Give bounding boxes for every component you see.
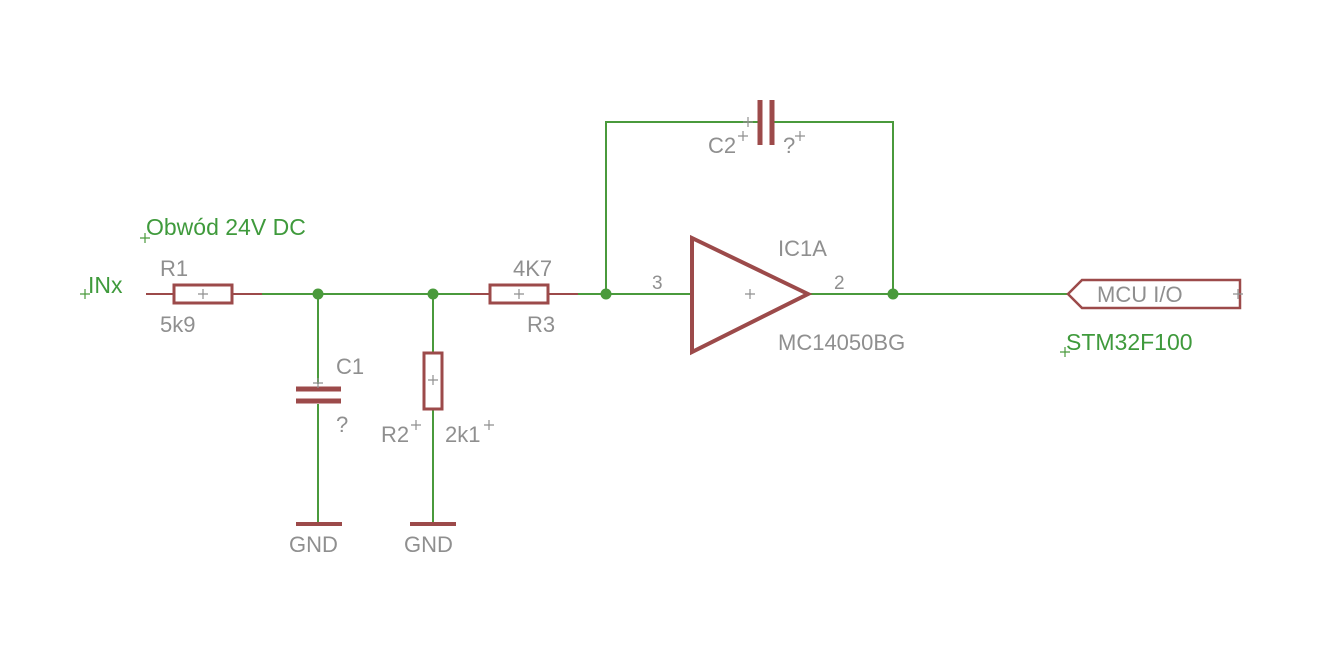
r3-value: 4K7 xyxy=(513,256,552,281)
resistor-body xyxy=(422,351,444,411)
resistor-r2[interactable]: R2 2k1 xyxy=(381,351,494,447)
mcu-port[interactable]: MCU I/O STM32F100 xyxy=(1060,278,1243,357)
gnd2-label: GND xyxy=(404,532,453,557)
origin-cross-icon xyxy=(484,420,494,430)
junction-dot xyxy=(427,288,439,300)
origin-cross-icon xyxy=(428,375,438,385)
ground-symbol-1: GND xyxy=(289,522,342,557)
origin-cross-icon xyxy=(745,289,755,299)
origin-cross-icon xyxy=(514,289,524,299)
c2-value: ? xyxy=(783,133,795,158)
pin-output-number: 2 xyxy=(834,273,845,294)
origin-cross-icon xyxy=(411,420,421,430)
ic-name: IC1A xyxy=(778,236,827,261)
port-net-label: STM32F100 xyxy=(1066,329,1193,355)
pin-input-number: 3 xyxy=(652,273,663,294)
resistor-r3[interactable]: 4K7 R3 xyxy=(470,256,578,337)
wires xyxy=(262,121,1068,524)
circuit-label: Obwód 24V DC xyxy=(146,214,306,240)
c1-name: C1 xyxy=(336,354,364,379)
origin-cross-icon xyxy=(80,289,90,299)
input-net: INx xyxy=(80,272,174,299)
capacitor-c2[interactable]: C2 ? xyxy=(708,100,805,158)
ground-symbol-2: GND xyxy=(404,522,456,557)
junction-dot xyxy=(600,288,612,300)
origin-cross-icon xyxy=(738,131,748,141)
origin-cross-icon xyxy=(743,117,753,127)
c1-value: ? xyxy=(336,412,348,437)
r2-name: R2 xyxy=(381,422,409,447)
junctions xyxy=(312,288,899,300)
resistor-r1[interactable]: R1 5k9 xyxy=(160,256,262,337)
wire-feedback-left xyxy=(605,121,760,294)
origin-cross-icon xyxy=(198,289,208,299)
gnd1-label: GND xyxy=(289,532,338,557)
mcu-port-label: MCU I/O xyxy=(1097,282,1183,307)
origin-cross-icon xyxy=(140,233,150,243)
origin-cross-icon xyxy=(313,378,323,388)
buffer-triangle xyxy=(690,234,813,356)
r2-value: 2k1 xyxy=(445,422,480,447)
junction-dot xyxy=(887,288,899,300)
c2-name: C2 xyxy=(708,133,736,158)
junction-dot xyxy=(312,288,324,300)
r1-name: R1 xyxy=(160,256,188,281)
r1-value: 5k9 xyxy=(160,312,195,337)
wire-feedback-right xyxy=(772,121,894,294)
buffer-ic1a[interactable]: 3 2 IC1A MC14050BG xyxy=(652,234,905,356)
origin-cross-icon xyxy=(1060,347,1070,357)
r3-name: R3 xyxy=(527,312,555,337)
origin-cross-icon xyxy=(795,131,805,141)
origin-cross-icon xyxy=(1233,289,1243,299)
ic-value: MC14050BG xyxy=(778,330,905,355)
capacitor-c1[interactable]: C1 ? xyxy=(296,354,364,437)
input-net-label: INx xyxy=(88,272,123,298)
